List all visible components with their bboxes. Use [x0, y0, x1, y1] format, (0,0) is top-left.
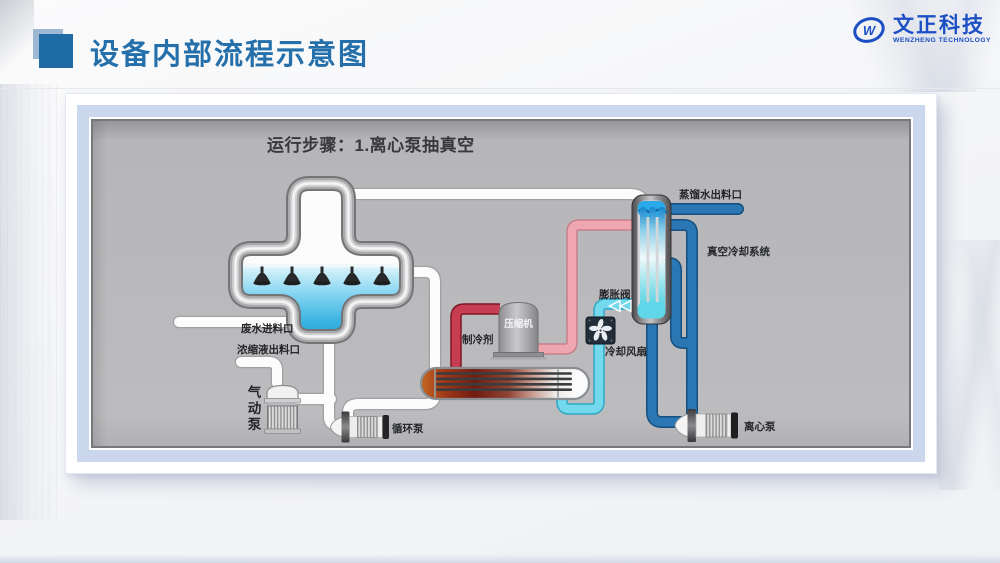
logo-name: 文正科技: [893, 14, 985, 38]
spray-nozzle: [253, 266, 271, 286]
compressor-label: 压缩机: [504, 318, 533, 330]
company-logo: W 文正科技 WENZHENG TECHNOLOGY: [852, 13, 991, 47]
process-diagram: 运行步骤：1.离心泵抽真空: [93, 121, 909, 446]
vacuum-cooling-tower: [631, 194, 672, 325]
label-distilled-outlet: 蒸馏水出料口: [679, 188, 742, 201]
background-texture-topright: [690, 0, 1000, 92]
refrigerant-warm-pipe: [537, 219, 633, 355]
cooling-fan-icon: [585, 316, 616, 345]
vacuum-loop-pipes: [646, 203, 744, 428]
label-concentrate-outlet: 浓缩液出料口: [237, 343, 300, 356]
refrigerant-cold-pipe: [556, 298, 634, 415]
svg-text:泵: 泵: [248, 417, 262, 432]
canvas-left-shade: [93, 121, 107, 446]
label-circulation-pump: 循环泵: [392, 422, 424, 435]
spray-nozzles: [253, 266, 391, 286]
title-bullet-square: [39, 34, 73, 68]
diagram-frame-blue-border: [77, 105, 925, 462]
spray-nozzle: [283, 266, 301, 286]
compressor: 压缩机: [490, 301, 547, 360]
background-texture-topleft: [0, 0, 34, 70]
logo-mark-icon: W: [853, 17, 885, 43]
label-cooling-fan: 冷却风扇: [605, 345, 647, 358]
pneumatic-pump: [264, 384, 301, 434]
header-divider: [0, 88, 1000, 89]
label-expansion-valve: 膨胀阀: [599, 288, 631, 301]
label-vacuum-cooling: 真空冷却系统: [707, 245, 770, 258]
label-pneumatic-pump: 气 动 泵: [247, 384, 262, 432]
vessel-rim: [228, 176, 414, 344]
slide-bottom-strip: [0, 554, 1000, 563]
expansion-valve-symbol: [607, 299, 632, 313]
step-title: 运行步骤：1.离心泵抽真空: [267, 135, 475, 155]
tower-tubes: [640, 207, 665, 313]
svg-text:动: 动: [248, 400, 262, 416]
circulation-pump: [329, 411, 389, 443]
svg-text:气: 气: [247, 384, 262, 400]
water-line: [235, 263, 407, 268]
spray-nozzle: [313, 266, 331, 286]
svg-text:W: W: [863, 23, 877, 38]
diagram-frame: 运行步骤：1.离心泵抽真空: [65, 93, 937, 474]
centrifugal-pump: [674, 409, 738, 442]
spray-nozzle: [343, 266, 361, 286]
spray-nozzle: [373, 266, 391, 286]
background-texture-left: [0, 84, 60, 520]
logo-subtitle: WENZHENG TECHNOLOGY: [893, 37, 992, 45]
diagram-canvas: 运行步骤：1.离心泵抽真空: [91, 119, 911, 448]
page-title: 设备内部流程示意图: [90, 39, 370, 71]
refrigerant-hot-pipe: [450, 303, 500, 373]
heat-exchanger: [419, 366, 591, 401]
background-texture-right: [938, 240, 1000, 490]
heat-exchanger-tubes: [436, 372, 572, 391]
label-centrifugal-pump: 离心泵: [744, 420, 776, 433]
label-refrigerant: 制冷剂: [462, 333, 494, 346]
label-waste-inlet: 废水进料口: [241, 322, 294, 335]
